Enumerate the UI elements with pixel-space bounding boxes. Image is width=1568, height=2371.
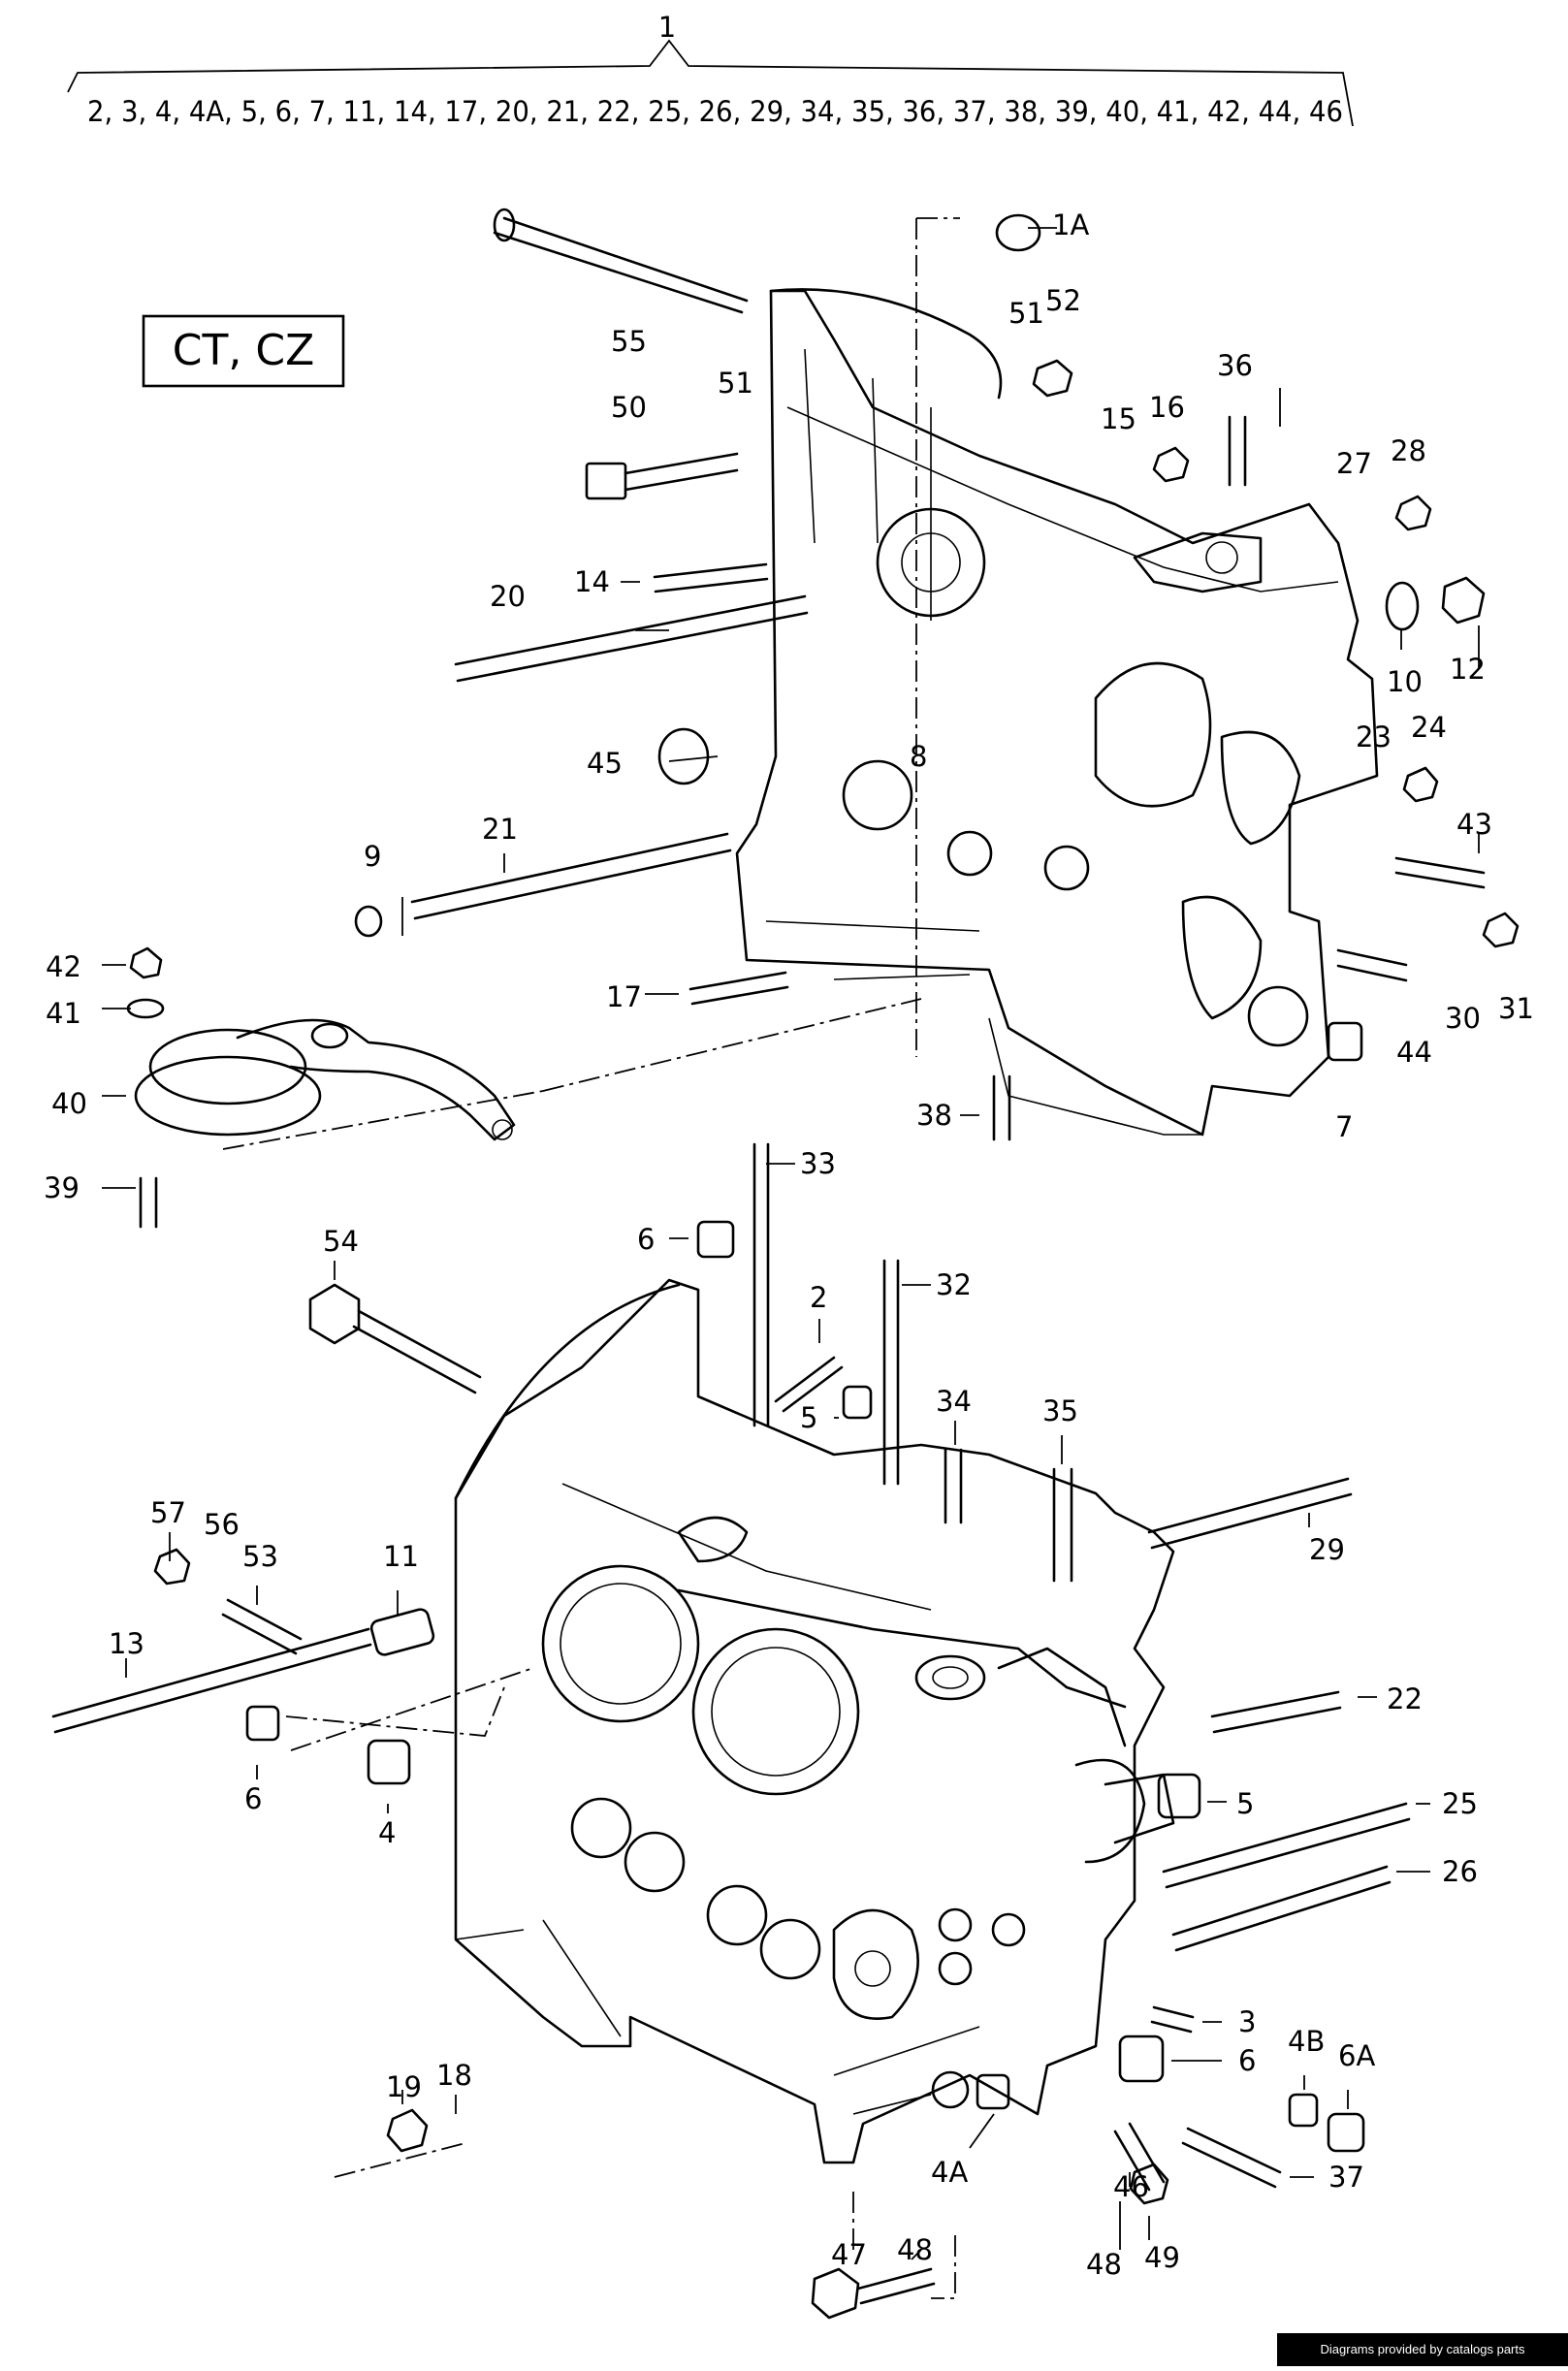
credit-footer: Diagrams provided by catalogs parts — [1277, 2333, 1568, 2366]
assembly-bracket: 1 2, 3, 4, 4A, 5, 6, 7, 11, 14, 17, 20, … — [67, 11, 1354, 128]
callout-44: 44 — [1396, 1036, 1432, 1069]
callout-5-right: 5 — [1236, 1787, 1254, 1820]
engine-code-box: CT, CZ — [142, 314, 345, 388]
callout-52: 52 — [1045, 284, 1081, 317]
callout-34: 34 — [936, 1385, 972, 1418]
callout-11: 11 — [383, 1540, 419, 1573]
callout-14: 14 — [574, 565, 610, 598]
oil-strainer — [134, 998, 922, 1150]
callout-32: 32 — [936, 1268, 972, 1301]
assembly-ref-label: 1 — [658, 11, 676, 44]
callout-27: 27 — [1336, 447, 1372, 480]
callout-3: 3 — [1238, 2005, 1256, 2038]
callout-30: 30 — [1445, 1002, 1481, 1035]
callout-54: 54 — [323, 1225, 359, 1258]
engine-code-text: CT, CZ — [173, 326, 314, 375]
callout-6A: 6A — [1338, 2039, 1375, 2072]
callout-37: 37 — [1328, 2161, 1364, 2194]
lower-crankcase-half — [454, 1278, 1175, 2164]
fasteners — [51, 208, 1486, 2320]
callout-28: 28 — [1391, 434, 1426, 467]
callout-19: 19 — [386, 2070, 422, 2103]
leader-lines — [102, 227, 1480, 2260]
small-parts — [126, 213, 1520, 2205]
callout-35: 35 — [1042, 1394, 1078, 1427]
callout-8: 8 — [910, 740, 927, 773]
callout-15: 15 — [1101, 402, 1136, 435]
callout-2: 2 — [810, 1281, 827, 1314]
callout-53: 53 — [242, 1540, 278, 1573]
callout-7: 7 — [1335, 1110, 1353, 1143]
callout-45: 45 — [587, 747, 623, 780]
callout-51-lower: 51 — [718, 367, 753, 400]
callout-labels: 1A 55 51 52 51 50 36 15 16 27 28 14 20 1… — [44, 208, 1534, 2281]
callout-5-upper: 5 — [800, 1401, 817, 1434]
callout-42: 42 — [46, 950, 81, 983]
alignment-lines — [285, 217, 960, 2299]
callout-25: 25 — [1442, 1787, 1478, 1820]
callout-46: 46 — [1113, 2170, 1149, 2203]
callout-9: 9 — [364, 840, 381, 873]
callout-10: 10 — [1387, 665, 1423, 698]
callout-24: 24 — [1411, 711, 1447, 744]
callout-49: 49 — [1144, 2241, 1180, 2274]
callout-4A: 4A — [931, 2156, 968, 2189]
callout-56: 56 — [204, 1508, 240, 1541]
callout-6-right: 6 — [1238, 2044, 1256, 2077]
callout-16: 16 — [1149, 391, 1185, 424]
callout-36: 36 — [1217, 349, 1253, 382]
callout-51-upper: 51 — [1008, 297, 1044, 330]
callout-4: 4 — [378, 1816, 396, 1849]
callout-43: 43 — [1456, 808, 1492, 841]
callout-55: 55 — [611, 325, 647, 358]
callout-48-lower: 48 — [1086, 2248, 1122, 2281]
callout-22: 22 — [1387, 1682, 1423, 1715]
callout-31: 31 — [1498, 992, 1534, 1025]
callout-47: 47 — [831, 2238, 867, 2271]
callout-20: 20 — [490, 580, 526, 613]
callout-40: 40 — [51, 1087, 87, 1120]
callout-26: 26 — [1442, 1855, 1478, 1888]
callout-38: 38 — [916, 1099, 952, 1132]
callout-6-left: 6 — [244, 1782, 262, 1815]
assembly-includes-list: 2, 3, 4, 4A, 5, 6, 7, 11, 14, 17, 20, 21… — [87, 95, 1343, 128]
callout-18: 18 — [436, 2059, 472, 2092]
callout-4B: 4B — [1288, 2025, 1325, 2058]
callout-1A: 1A — [1052, 208, 1089, 241]
callout-57: 57 — [150, 1496, 186, 1529]
callout-39: 39 — [44, 1171, 80, 1204]
callout-29: 29 — [1309, 1533, 1345, 1566]
callout-13: 13 — [109, 1627, 144, 1660]
callout-23: 23 — [1356, 721, 1392, 753]
callout-33: 33 — [800, 1147, 836, 1180]
callout-21: 21 — [482, 813, 518, 846]
callout-6-upper: 6 — [637, 1223, 655, 1256]
callout-48-upper: 48 — [897, 2233, 933, 2266]
callout-41: 41 — [46, 997, 81, 1030]
callout-50: 50 — [611, 391, 647, 424]
callout-17: 17 — [606, 980, 642, 1013]
callout-12: 12 — [1450, 653, 1486, 686]
upper-crankcase-half — [735, 288, 1379, 1137]
